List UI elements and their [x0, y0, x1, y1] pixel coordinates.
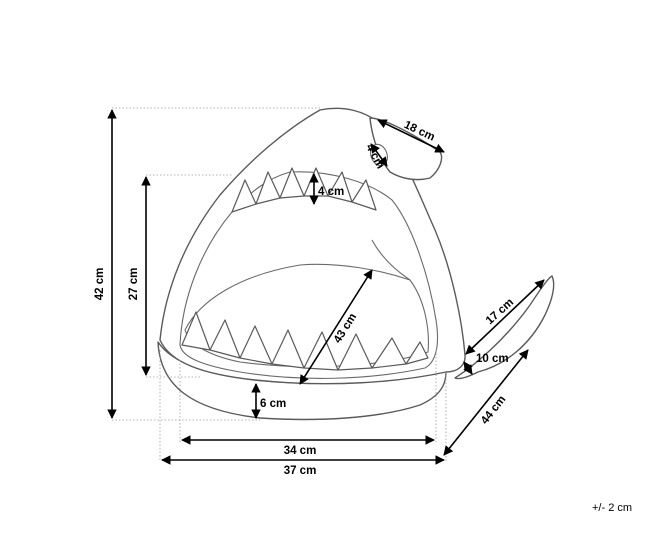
label-tail-height: 10 cm: [476, 353, 509, 365]
lower-tooth: [405, 341, 429, 365]
label-height-total: 42 cm: [94, 268, 106, 301]
lower-tooth: [181, 311, 211, 351]
upper-tooth: [351, 179, 377, 211]
lower-tooth: [271, 329, 305, 369]
dim-line-tail-height: [463, 361, 473, 375]
upper-tooth: [327, 171, 353, 203]
side-seam: [371, 239, 411, 281]
shark-pet-bed-drawing: [157, 107, 555, 421]
label-base-height: 6 cm: [260, 398, 286, 410]
dim-line-diagonal: [299, 269, 373, 385]
dim-line-tail-length: [465, 279, 545, 355]
dimension-lines: [107, 109, 545, 465]
label-width-inner: 34 cm: [284, 445, 317, 457]
dim-line-fin-hole: [370, 143, 388, 167]
lower-tooth: [239, 325, 273, 365]
lower-tooth: [371, 337, 407, 369]
label-width-outer: 37 cm: [284, 465, 317, 477]
dim-line-fin-length: [377, 119, 445, 153]
label-tooth-height: 4 cm: [318, 186, 344, 198]
tolerance-note: +/- 2 cm: [592, 502, 632, 514]
label-height-opening: 27 cm: [128, 268, 140, 301]
label-depth: 44 cm: [479, 394, 509, 427]
upper-tooth: [279, 167, 305, 199]
dim-line-depth: [443, 349, 529, 456]
lower-tooth: [209, 319, 241, 359]
upper-tooth: [255, 171, 281, 205]
upper-tooth: [231, 179, 257, 213]
